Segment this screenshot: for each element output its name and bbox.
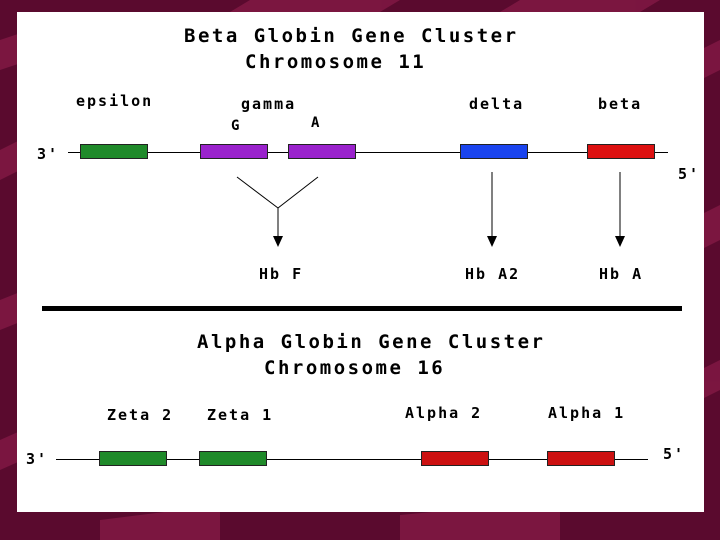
gene-box-zeta1 — [199, 451, 267, 466]
gene-label-delta: delta — [469, 95, 525, 113]
alpha-5prime-end: 5' — [663, 445, 686, 463]
gene-box-gamma-a — [288, 144, 356, 159]
gamma-g-branch-line — [236, 176, 279, 209]
gene-label-beta: beta — [598, 95, 643, 113]
beta-chromosome-label: Chromosome 11 — [245, 51, 427, 73]
alpha-chromosome-label: Chromosome 16 — [264, 357, 446, 379]
diagram-panel — [17, 12, 704, 512]
hba2-arrowhead — [487, 236, 497, 247]
gene-label-epsilon: epsilon — [76, 92, 154, 110]
gene-box-delta — [460, 144, 528, 159]
gene-box-gamma-g — [200, 144, 268, 159]
section-divider — [42, 306, 682, 311]
gene-label-gamma: gamma — [241, 95, 297, 113]
gene-box-alpha2 — [421, 451, 489, 466]
gene-box-epsilon — [80, 144, 148, 159]
gene-label-zeta1: Zeta 1 — [207, 406, 274, 424]
gene-box-zeta2 — [99, 451, 167, 466]
gene-box-beta — [587, 144, 655, 159]
alpha-cluster-title: Alpha Globin Gene Cluster — [197, 331, 546, 353]
beta-cluster-title: Beta Globin Gene Cluster — [184, 25, 519, 47]
gene-label-alpha1: Alpha 1 — [548, 404, 626, 422]
gene-box-alpha1 — [547, 451, 615, 466]
gamma-a-branch-line — [277, 176, 319, 209]
alpha-3prime-end: 3' — [26, 450, 49, 468]
hba-arrowhead — [615, 236, 625, 247]
gene-label-zeta2: Zeta 2 — [107, 406, 174, 424]
beta-5prime-end: 5' — [678, 165, 701, 183]
product-hba2: Hb A2 — [465, 265, 521, 283]
beta-3prime-end: 3' — [37, 145, 60, 163]
product-hbf: Hb F — [259, 265, 304, 283]
gene-label-gamma-g: G — [231, 118, 242, 134]
beta-chromosome-line — [68, 152, 668, 153]
hbf-arrowhead — [273, 236, 283, 247]
product-hba: Hb A — [599, 265, 644, 283]
gene-label-alpha2: Alpha 2 — [405, 404, 483, 422]
alpha-chromosome-line — [56, 459, 648, 460]
gene-label-gamma-a: A — [311, 115, 322, 131]
